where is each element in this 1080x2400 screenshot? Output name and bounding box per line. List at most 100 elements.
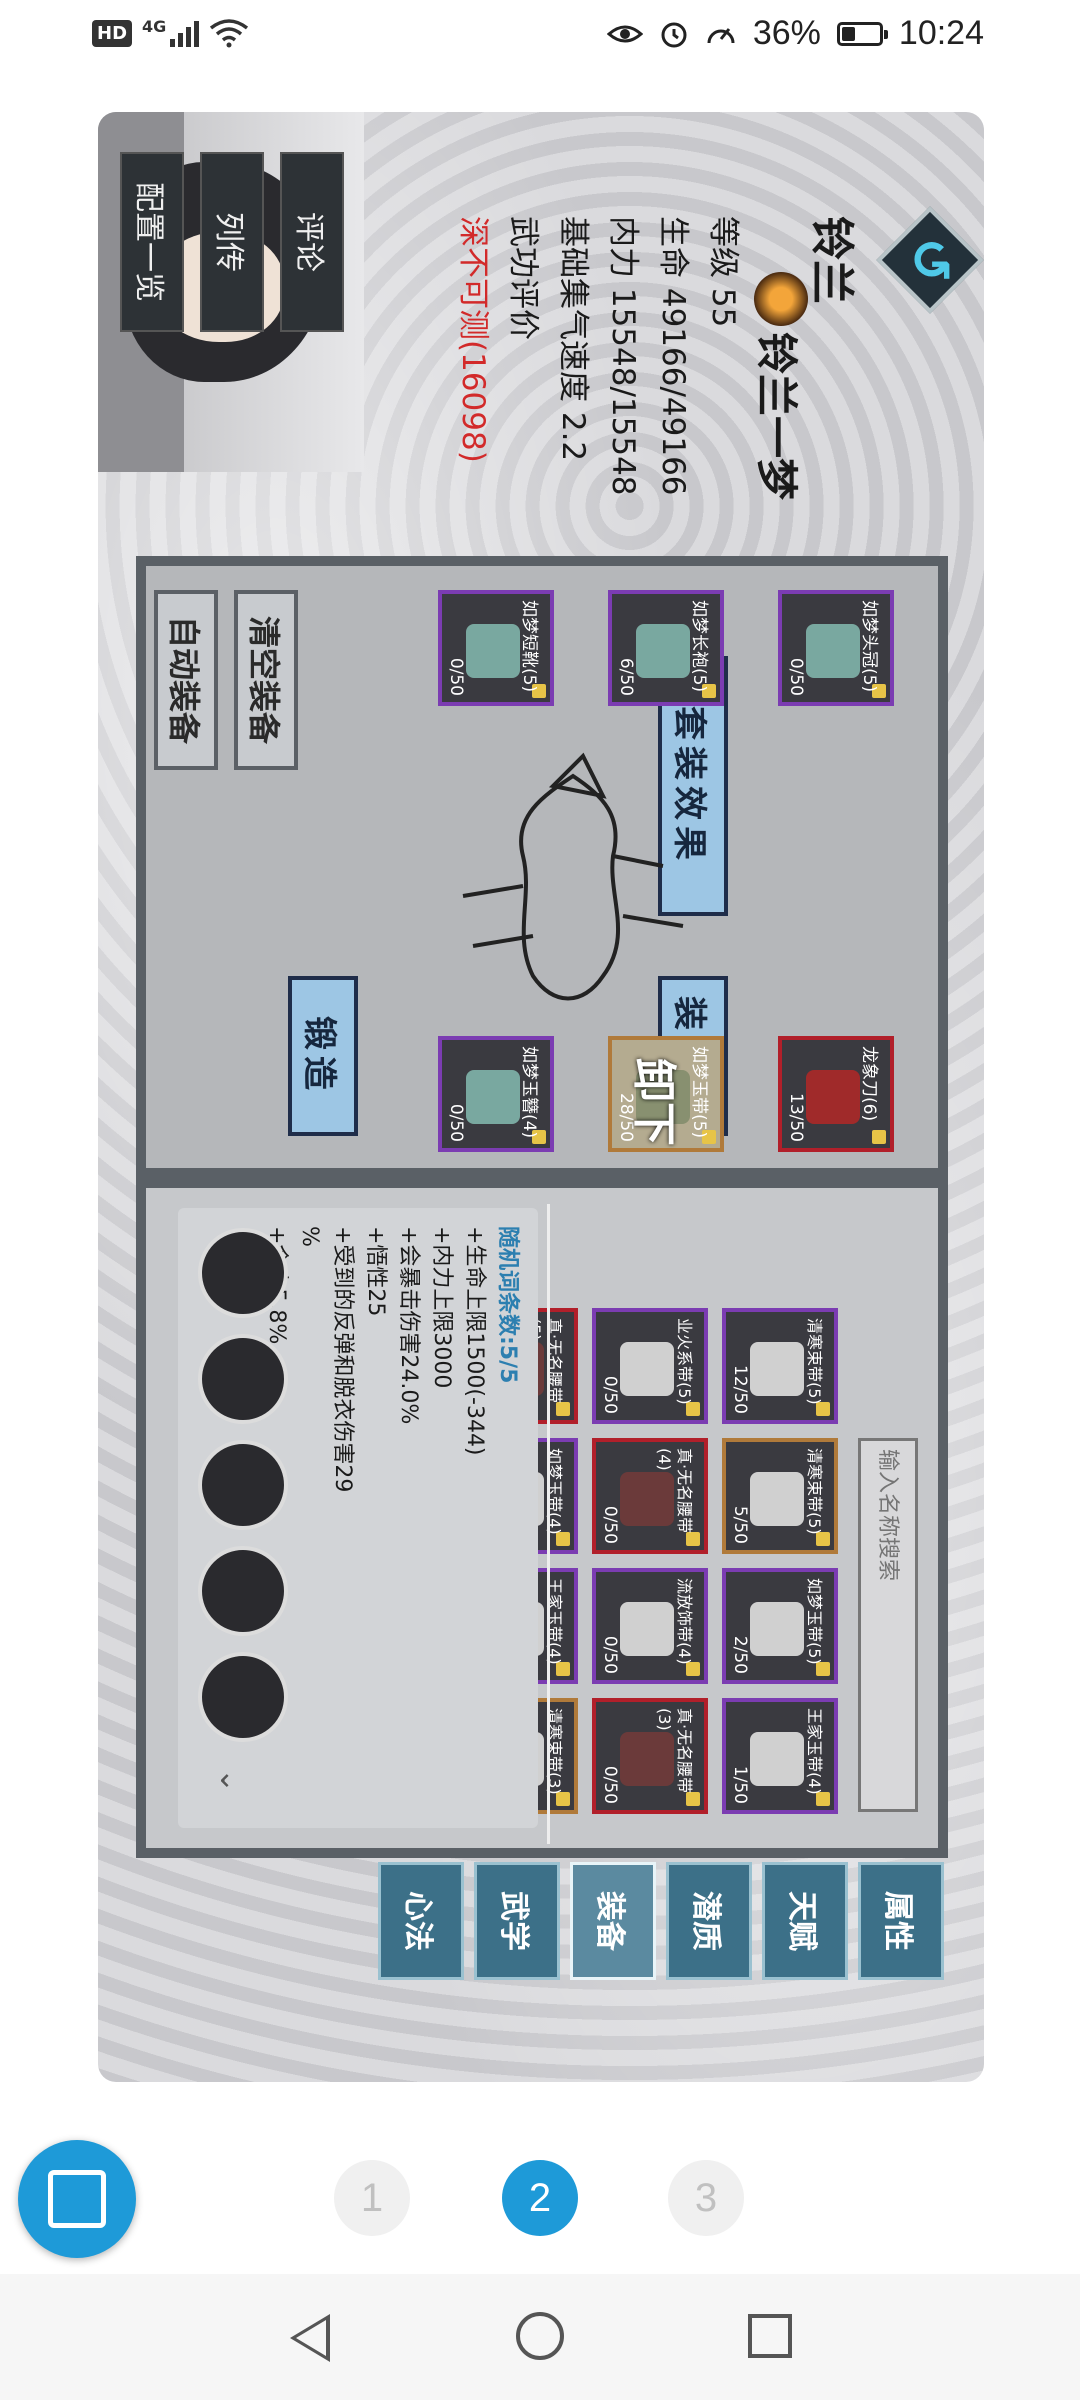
performance-icon	[707, 27, 735, 43]
slot-name: 如梦玉带(5)	[689, 1046, 709, 1139]
item-count: 0/50	[600, 1765, 620, 1804]
system-nav-bar	[0, 2274, 1080, 2400]
tab-potential[interactable]: 潜质	[666, 1862, 752, 1980]
avatar[interactable]	[198, 1546, 288, 1636]
item-count: 0/50	[600, 1635, 620, 1674]
auto-equip-button[interactable]: 自动装备	[154, 590, 218, 770]
headwear-icon	[806, 624, 860, 678]
blade-icon	[806, 1070, 860, 1124]
item-icon	[750, 1732, 804, 1786]
detail-line: +受到的反弹和脱衣伤害29	[330, 1226, 355, 1493]
inventory-item[interactable]: 流放饰带(4) 0/50	[592, 1568, 708, 1684]
wifi-icon	[210, 19, 249, 48]
cube-icon	[48, 2170, 106, 2228]
avatar[interactable]	[198, 1440, 288, 1530]
avatar[interactable]	[198, 1228, 288, 1318]
detail-line: +内力上限3000	[429, 1226, 454, 1389]
game-stage: 配置一览 列传 评论 ↺ 铃兰 铃兰一梦 等级 55 生命 49166/4916…	[98, 112, 984, 2082]
set-name: 铃兰一梦	[752, 332, 801, 501]
page-dot-1[interactable]: 1	[334, 2160, 410, 2236]
clear-equipment-button[interactable]: 清空装备	[234, 590, 298, 770]
party-avatars	[178, 1228, 288, 1748]
slot-count: 6/50	[616, 657, 636, 696]
slot-name: 如梦头冠(5)	[859, 600, 879, 693]
detail-title: 随机词条数:5/5	[495, 1226, 520, 1384]
forge-button[interactable]: 锻造	[288, 976, 358, 1136]
item-icon	[750, 1472, 804, 1526]
inventory-item[interactable]: 真·无名腰带(4)0/50	[592, 1438, 708, 1554]
equip-slot-weapon[interactable]: 龙象刀(6) 13/50	[778, 1036, 894, 1152]
back-nav-icon[interactable]	[290, 2314, 330, 2362]
item-name: 如梦玉带(5)	[805, 1578, 824, 1665]
page-dot-2[interactable]: 2	[502, 2160, 578, 2236]
slot-count: 0/50	[446, 1103, 466, 1142]
app-dock-button[interactable]	[18, 2140, 136, 2258]
network-type: 4G	[142, 16, 167, 36]
item-name: 清寒束带(5)	[805, 1318, 824, 1405]
avatar[interactable]	[198, 1334, 288, 1424]
rating-label: 武功评价	[505, 216, 541, 340]
status-left: HD 4G	[92, 16, 249, 48]
equip-slot-headwear[interactable]: 如梦头冠(5) 0/50	[778, 590, 894, 706]
chevron-down-icon[interactable]: ⌄	[213, 1768, 248, 1794]
eye-icon	[606, 25, 643, 42]
item-count: 0/50	[600, 1505, 620, 1544]
item-icon	[620, 1602, 674, 1656]
back-button[interactable]: ↺	[876, 206, 984, 314]
detail-line: +会暴击伤害24.0%	[396, 1226, 421, 1425]
character-name: 铃兰	[806, 216, 857, 304]
mp-stat: 内力 15548/15548	[605, 216, 641, 496]
equip-slot-belt[interactable]: 如梦玉带(5) 28/50 卸下	[608, 1036, 724, 1152]
slot-count: 0/50	[446, 657, 466, 696]
boots-icon	[466, 624, 520, 678]
page-dot-3[interactable]: 3	[668, 2160, 744, 2236]
biography-button[interactable]: 列传	[200, 152, 264, 332]
character-stats: 等级 55 生命 49166/49166 内力 15548/15548 基础集气…	[448, 216, 748, 496]
tab-attributes[interactable]: 属性	[858, 1862, 944, 1980]
battery-percent: 36%	[752, 14, 821, 52]
detail-line: +悟性25	[363, 1226, 388, 1317]
equip-slot-hairpin[interactable]: 如梦玉簪(4) 0/50	[438, 1036, 554, 1152]
game-viewport[interactable]: 配置一览 列传 评论 ↺ 铃兰 铃兰一梦 等级 55 生命 49166/4916…	[98, 112, 984, 2082]
status-right: 36% 10:24	[606, 14, 984, 53]
divider	[547, 1204, 550, 1844]
detail-lines: +生命上限1500(-344) +内力上限3000 +会暴击伤害24.0% +悟性25…	[260, 1226, 491, 1810]
avatar[interactable]	[198, 1652, 288, 1742]
slot-name: 如梦短靴(5)	[519, 600, 539, 693]
detail-line: %	[297, 1226, 322, 1247]
item-name: 流放饰带(4)	[675, 1578, 694, 1665]
slot-name: 如梦长袍(5)	[689, 600, 709, 693]
back-arrow-icon: ↺	[899, 237, 962, 283]
item-name: 王家玉带(4)	[805, 1708, 824, 1795]
tab-mind-method[interactable]: 心法	[378, 1862, 464, 1980]
inventory-item[interactable]: 清寒束带(5)12/50	[722, 1308, 838, 1424]
unequip-label[interactable]: 卸下	[628, 1058, 679, 1146]
comments-button[interactable]: 评论	[280, 152, 344, 332]
status-bar: HD 4G 36% 10:24	[0, 0, 1080, 80]
search-input[interactable]	[858, 1438, 918, 1812]
home-nav-icon[interactable]	[516, 2312, 564, 2360]
slot-count: 13/50	[786, 1093, 806, 1142]
detail-line: +生命上限1500(-344)	[462, 1226, 487, 1456]
level-stat: 等级 55	[705, 216, 741, 328]
rating-value: 深不可测(16098)	[455, 216, 491, 463]
inventory-panel: 清寒束带(5)12/50清寒束带(5)5/50如梦玉带(5)2/50王家玉带(4…	[136, 1178, 948, 1858]
speed-stat: 基础集气速度 2.2	[555, 216, 591, 462]
recent-apps-icon[interactable]	[748, 2314, 792, 2358]
item-count: 0/50	[600, 1375, 620, 1414]
inventory-item[interactable]: 业火系带(5)0/50	[592, 1308, 708, 1424]
inventory-item[interactable]: 清寒束带(5)5/50	[722, 1438, 838, 1554]
tab-martial-arts[interactable]: 武学	[474, 1862, 560, 1980]
item-count: 5/50	[730, 1505, 750, 1544]
inventory-item[interactable]: 王家玉带(4)1/50	[722, 1698, 838, 1814]
battery-icon	[836, 21, 888, 46]
equip-slot-robe[interactable]: 如梦长袍(5) 6/50	[608, 590, 724, 706]
item-name: 真·无名腰带(3)	[655, 1708, 694, 1794]
inventory-item[interactable]: 真·无名腰带(3) 0/50	[592, 1698, 708, 1814]
config-overview-button[interactable]: 配置一览	[120, 152, 184, 332]
equip-slot-boots[interactable]: 如梦短靴(5) 0/50	[438, 590, 554, 706]
tab-talents[interactable]: 天赋	[762, 1862, 848, 1980]
slot-name: 如梦玉簪(4)	[519, 1046, 539, 1139]
inventory-item[interactable]: 如梦玉带(5)2/50	[722, 1568, 838, 1684]
tab-equipment[interactable]: 装备	[570, 1862, 656, 1980]
